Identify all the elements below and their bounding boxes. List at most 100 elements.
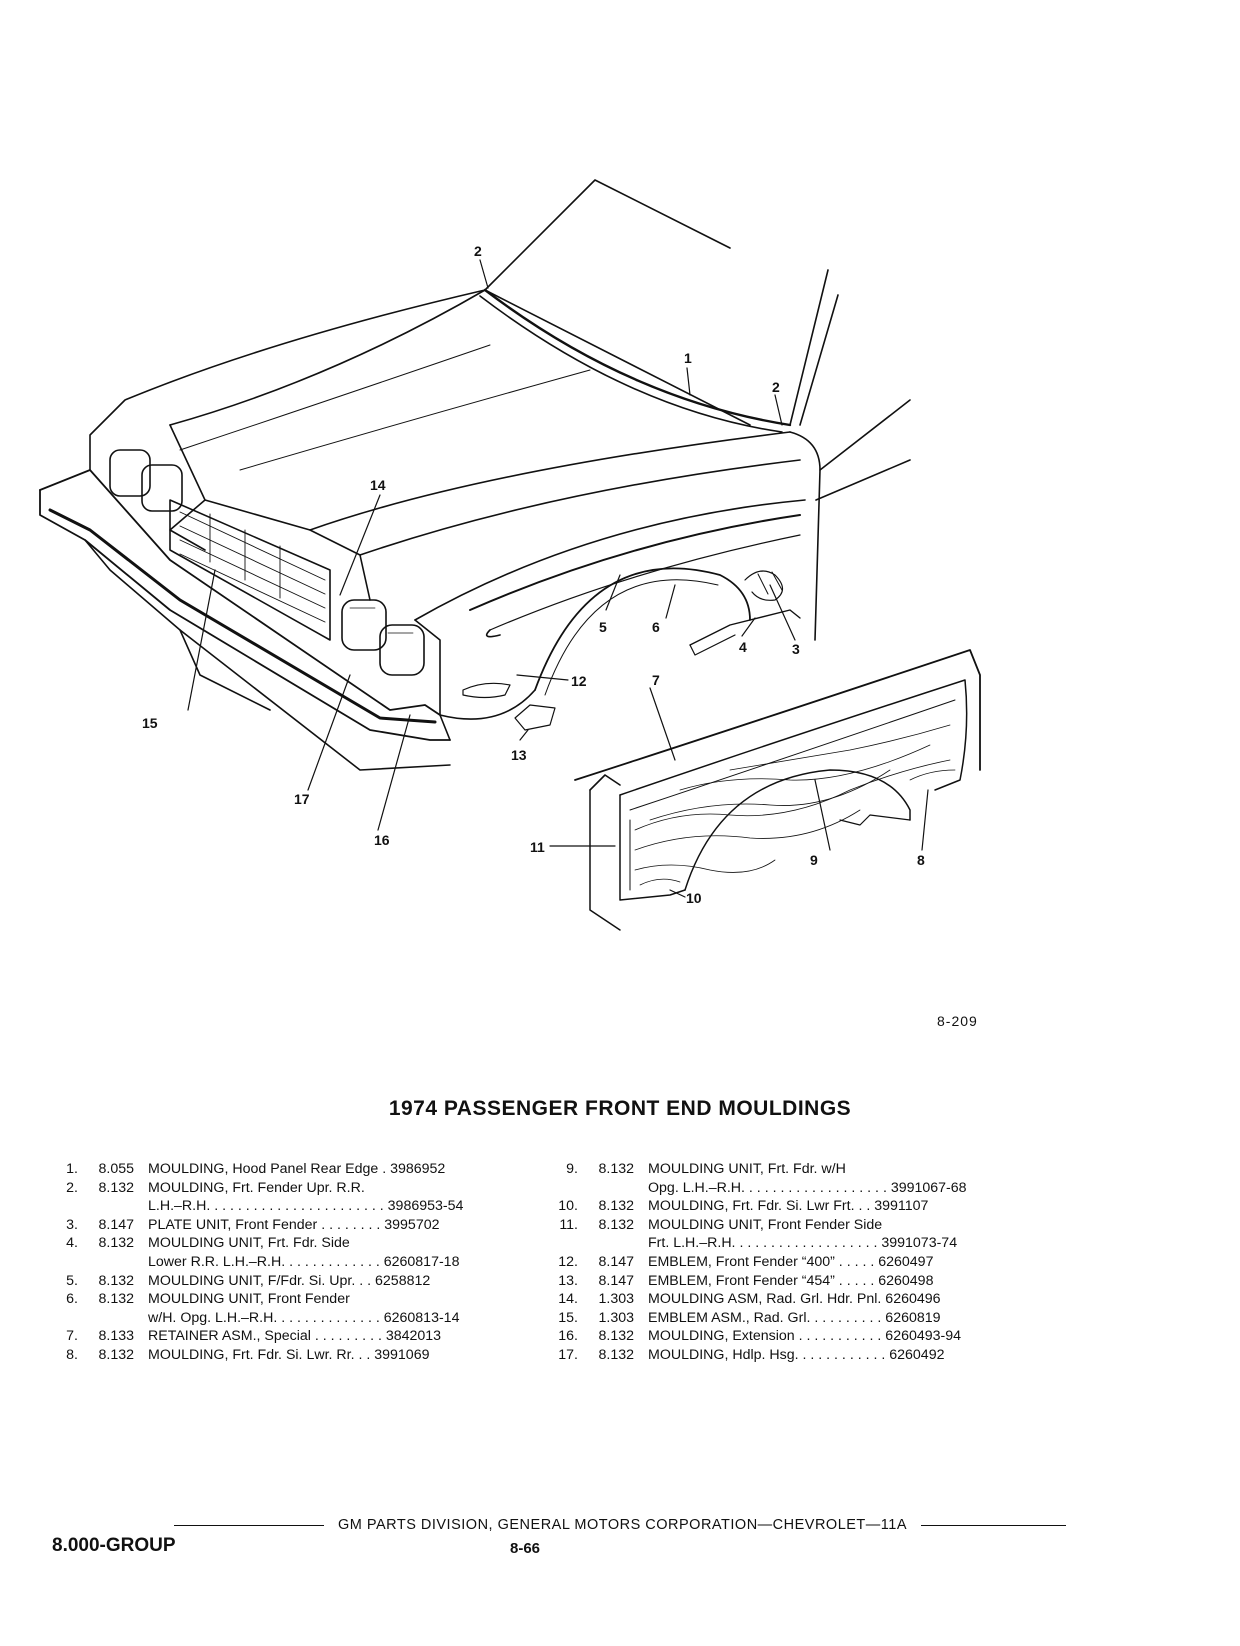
callout-label: 2 — [772, 379, 780, 395]
group-code: 8.132 — [98, 1179, 134, 1196]
part-description: RETAINER ASM., Special . . . . . . . . .… — [148, 1328, 442, 1345]
callout-label: 7 — [652, 672, 660, 688]
group-label: 8.000-GROUP — [52, 1535, 176, 1556]
list-item: 2. 8.132 MOULDING, Frt. Fender Upr. R.R. — [52, 1179, 522, 1198]
part-description-continued: Lower R.R. L.H.–R.H. . . . . . . . . . .… — [148, 1253, 460, 1270]
figure-id: 8-209 — [937, 1013, 978, 1029]
list-item: 4. 8.132 MOULDING UNIT, Frt. Fdr. Side — [52, 1234, 522, 1253]
callout-label: 17 — [294, 791, 310, 807]
list-item: 10. 8.132 MOULDING, Frt. Fdr. Si. Lwr Frt.… — [552, 1197, 1022, 1216]
part-description: MOULDING, Hood Panel Rear Edge . 3986952 — [148, 1161, 446, 1177]
parts-list-right: 9. 8.132 MOULDING UNIT, Frt. Fdr. w/H Opg.… — [552, 1160, 1022, 1365]
list-item: 3. 8.147 PLATE UNIT, Front Fender . . . . … — [52, 1216, 522, 1235]
group-code: 1.303 — [598, 1309, 634, 1326]
parts-list-left: 1. 8.055 MOULDING, Hood Panel Rear Edge . … — [52, 1160, 522, 1365]
item-number: 12. — [558, 1253, 578, 1270]
list-item: 13. 8.147 EMBLEM, Front Fender “454” . . .… — [552, 1272, 1022, 1291]
group-code: 8.132 — [98, 1272, 134, 1289]
part-description: MOULDING, Frt. Fdr. Si. Lwr Frt. . . 399… — [648, 1198, 929, 1215]
callout-label: 10 — [686, 890, 702, 906]
callout-label: 5 — [599, 619, 607, 635]
part-description: EMBLEM, Front Fender “454” . . . . . 626… — [648, 1272, 934, 1289]
part-description-continued: Frt. L.H.–R.H. . . . . . . . . . . . . .… — [648, 1235, 958, 1252]
list-item: 1. 8.055 MOULDING, Hood Panel Rear Edge . … — [52, 1160, 522, 1179]
callout-label: 4 — [739, 639, 747, 655]
item-number: 6. — [66, 1291, 78, 1308]
item-number: 8. — [66, 1346, 78, 1363]
list-item: 11. 8.132 MOULDING UNIT, Front Fender Side — [552, 1216, 1022, 1235]
page-title: 1974 PASSENGER FRONT END MOULDINGS — [388, 1097, 852, 1120]
callout-label: 6 — [652, 619, 660, 635]
item-number: 11. — [559, 1216, 578, 1233]
callout-label: 12 — [571, 673, 587, 689]
item-number: 10. — [558, 1198, 578, 1215]
part-description: EMBLEM ASM., Rad. Grl. . . . . . . . . .… — [648, 1309, 941, 1326]
part-description: MOULDING UNIT, Front Fender Side — [648, 1216, 883, 1233]
part-description: MOULDING UNIT, Frt. Fdr. Side — [148, 1235, 350, 1252]
callout-label: 15 — [142, 715, 158, 731]
part-description: MOULDING ASM, Rad. Grl. Hdr. Pnl. 626049… — [648, 1291, 941, 1308]
item-number: 3. — [66, 1216, 78, 1233]
group-code: 1.303 — [598, 1291, 634, 1308]
callout-label: 11 — [530, 839, 545, 855]
page-number: 8-66 — [510, 1540, 541, 1557]
part-description: MOULDING, Frt. Fender Upr. R.R. — [148, 1179, 365, 1196]
group-code: 8.132 — [98, 1235, 134, 1252]
list-item: 12. 8.147 EMBLEM, Front Fender “400” . . .… — [552, 1253, 1022, 1272]
part-description-continued: Opg. L.H.–R.H. . . . . . . . . . . . . .… — [648, 1179, 967, 1196]
callout-label: 16 — [374, 832, 390, 848]
item-number: 4. — [66, 1235, 78, 1252]
callout-label: 1 — [684, 350, 692, 366]
front-end-illustration: 2 1 2 3 4 5 6 7 8 9 10 11 12 13 14 15 16… — [39, 179, 981, 931]
part-description: MOULDING, Frt. Fdr. Si. Lwr. Rr. . . 399… — [148, 1346, 430, 1363]
item-number: 1. — [66, 1161, 78, 1177]
callout-label: 13 — [511, 747, 527, 763]
part-description: MOULDING, Extension . . . . . . . . . . … — [648, 1328, 962, 1345]
group-code: 8.132 — [98, 1346, 134, 1363]
part-description-continued: w/H. Opg. L.H.–R.H. . . . . . . . . . . … — [148, 1309, 460, 1326]
callout-label: 3 — [792, 641, 800, 657]
callout-label: 14 — [370, 477, 386, 493]
part-description: MOULDING, Hdlp. Hsg. . . . . . . . . . .… — [648, 1346, 945, 1363]
item-number: 17. — [558, 1346, 578, 1363]
list-item: 17. 8.132 MOULDING, Hdlp. Hsg. . . . . . .… — [552, 1346, 1022, 1365]
item-number: 9. — [566, 1161, 578, 1177]
footer-rule — [921, 1524, 1067, 1526]
part-description: MOULDING UNIT, F/Fdr. Si. Upr. . . 62588… — [148, 1272, 431, 1289]
part-description: MOULDING UNIT, Frt. Fdr. w/H — [648, 1161, 846, 1177]
part-description: MOULDING UNIT, Front Fender — [148, 1291, 350, 1308]
group-code: 8.132 — [598, 1161, 634, 1177]
callout-labels: 2 1 2 3 4 5 6 7 8 9 10 11 12 13 14 15 16… — [142, 243, 925, 906]
item-number: 2. — [66, 1179, 78, 1196]
group-code: 8.133 — [98, 1328, 134, 1345]
callout-label: 8 — [917, 852, 925, 868]
list-item: 7. 8.133 RETAINER ASM., Special . . . . . … — [52, 1327, 522, 1346]
group-code: 8.147 — [598, 1253, 634, 1270]
footer-rule — [173, 1524, 324, 1526]
group-code: 8.132 — [598, 1346, 634, 1363]
item-number: 7. — [66, 1328, 78, 1345]
callout-label: 9 — [810, 852, 818, 868]
list-item: 6. 8.132 MOULDING UNIT, Front Fender — [52, 1290, 522, 1309]
group-code: 8.147 — [598, 1272, 634, 1289]
group-code: 8.132 — [598, 1328, 634, 1345]
group-code: 8.132 — [598, 1198, 634, 1215]
list-item: 14. 1.303 MOULDING ASM, Rad. Grl. Hdr. Pnl… — [552, 1290, 1022, 1309]
part-description: PLATE UNIT, Front Fender . . . . . . . .… — [148, 1216, 440, 1233]
item-number: 14. — [558, 1291, 578, 1308]
callout-label: 2 — [474, 243, 482, 259]
list-item: 5. 8.132 MOULDING UNIT, F/Fdr. Si. Upr. . … — [52, 1272, 522, 1291]
group-code: 8.132 — [98, 1291, 134, 1308]
group-code: 8.147 — [98, 1216, 134, 1233]
list-item: 9. 8.132 MOULDING UNIT, Frt. Fdr. w/H — [552, 1160, 1022, 1179]
part-description: EMBLEM, Front Fender “400” . . . . . 626… — [648, 1253, 934, 1270]
item-number: 5. — [66, 1272, 78, 1289]
footer-credit: GM PARTS DIVISION, GENERAL MOTORS CORPOR… — [0, 1517, 1240, 1533]
group-code: 8.132 — [598, 1216, 634, 1233]
group-code: 8.055 — [98, 1161, 134, 1177]
footer-text: GM PARTS DIVISION, GENERAL MOTORS CORPOR… — [337, 1517, 908, 1533]
item-number: 13. — [558, 1272, 578, 1289]
list-item: 8. 8.132 MOULDING, Frt. Fdr. Si. Lwr. Rr. … — [52, 1346, 522, 1365]
